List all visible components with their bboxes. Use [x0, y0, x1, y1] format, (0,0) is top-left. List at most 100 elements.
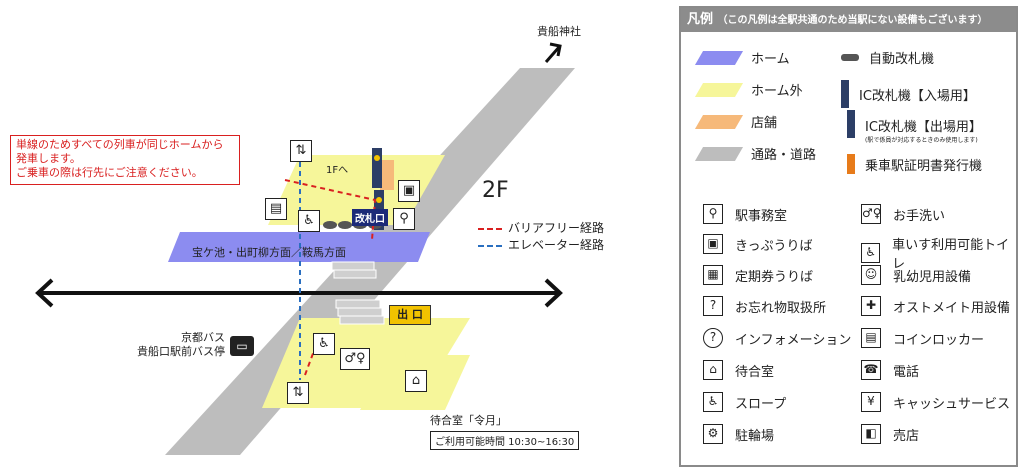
legend-panel: 凡例 （この凡例は全駅共通のため当駅にない設備もございます） ホーム ホーム外 …: [679, 6, 1018, 467]
facility-item: ♿ 車いす利用可能トイレ: [861, 234, 1016, 272]
bus-icon: ▭: [230, 336, 254, 356]
route-legend-label: エレベーター経路: [508, 238, 605, 252]
shop-icon: ◧: [861, 424, 881, 444]
bus-stop-line: 貴船口駅前バス停: [137, 345, 225, 358]
ic-gate-entry-icon: [841, 80, 849, 108]
facility-item: ⚙ 駐輪場: [703, 424, 774, 444]
bus-stop-line: 京都バス: [181, 331, 225, 344]
legend-area-item: 店舗: [694, 112, 777, 131]
facility-item: ☎ 電話: [861, 360, 919, 380]
bicycle-icon: ⚙: [703, 424, 723, 444]
facility-item: ▣ きっぷうりば: [703, 234, 812, 254]
facility-item: ✚ オストメイト用設備: [861, 296, 1010, 316]
ticket-icon: ▣: [398, 180, 420, 202]
slope-icon: ♿: [313, 333, 335, 355]
north-arrow: [544, 45, 562, 63]
legend-area-item: ホーム: [694, 48, 790, 67]
legend-gate-label: IC改札機【入場用】: [859, 88, 976, 104]
waiting-room-hours: ご利用可能時間 10:30~16:30: [430, 431, 580, 450]
legend-area-item: ホーム外: [694, 80, 803, 99]
ticket-gate-label: 改札口: [352, 209, 388, 226]
track-arrow-right: [544, 278, 563, 308]
facility-item: ⌂待合室: [703, 360, 774, 380]
facility-label: お忘れ物取扱所: [735, 300, 827, 316]
outside-platform-area-top: [268, 155, 445, 225]
phone-icon: ☎: [861, 360, 881, 380]
wheelchair-icon: ♿: [861, 243, 881, 263]
facility-label: コインロッカー: [893, 332, 985, 348]
route-legend-item: バリアフリー経路: [478, 220, 604, 237]
exit-badge: 出 口: [389, 305, 431, 325]
facility-item: ⚲ 駅事務室: [703, 204, 787, 224]
facility-label: キャッシュサービス: [893, 396, 1011, 412]
legend-gate-label: 乗車駅証明書発行機: [865, 158, 983, 174]
facility-label: お手洗い: [893, 208, 946, 224]
pass-icon: ▦: [703, 265, 723, 285]
waiting-room-info: 待合室「令月」 ご利用可能時間 10:30~16:30: [430, 412, 580, 450]
legend-subtitle: （この凡例は全駅共通のため当駅にない設備もございます）: [717, 15, 988, 26]
legend-gate-item: 乗車駅証明書発行機: [847, 154, 982, 174]
barrier-free-route: [284, 179, 377, 241]
locker-icon: ▤: [265, 198, 287, 220]
elevator-icon: ⇅: [290, 140, 312, 162]
info-icon: ?: [703, 328, 723, 348]
legend-area-label: 通路・道路: [751, 148, 817, 163]
route-legend-item: エレベーター経路: [478, 237, 604, 254]
facility-label: 車いす利用可能トイレ: [892, 238, 1010, 272]
destination-label: 貴船神社: [537, 25, 581, 38]
facility-label: オストメイト用設備: [893, 300, 1011, 316]
legend-header: 凡例 （この凡例は全駅共通のため当駅にない設備もございます）: [681, 8, 1016, 32]
slope-icon: ♿: [703, 392, 723, 412]
toilet-icon: ♂♀: [340, 348, 370, 370]
notice-line: ご乗車の際は行先にご注意ください。: [16, 166, 203, 179]
facility-item: ♿ スロープ: [703, 392, 786, 412]
facility-label: 駐輪場: [735, 428, 775, 444]
facility-item: ▦定期券うりば: [703, 265, 813, 285]
outside-swatch: [694, 82, 744, 97]
facility-item: ?お忘れ物取扱所: [703, 296, 826, 316]
legend-gate-item: IC改札機【出場用】 (駅で係員が対応するときのみ使用します): [865, 116, 982, 144]
facility-item: ◧ 売店: [861, 424, 919, 444]
facility-item: ▤ コインロッカー: [861, 328, 984, 348]
legend-gate-label: 自動改札機: [869, 52, 935, 67]
facility-item: ?インフォメーション: [703, 328, 851, 348]
stairs: [331, 261, 385, 325]
facility-label: 駅事務室: [735, 208, 788, 224]
legend-area-label: ホーム外: [751, 84, 803, 99]
waiting-room-name: 待合室「令月」: [430, 414, 507, 427]
ostomate-icon: ✚: [861, 296, 881, 316]
facility-label: 乳幼児用設備: [893, 269, 972, 285]
staff-icon: ⚲: [703, 204, 723, 224]
route-legend-label: バリアフリー経路: [508, 221, 605, 235]
facility-item: ☺ 乳幼児用設備: [861, 265, 971, 285]
ticket-icon: ▣: [703, 234, 723, 254]
facility-label: 電話: [893, 364, 920, 380]
legend-gate-item: 自動改札機: [841, 48, 934, 67]
notice-line: 発車します。: [16, 152, 81, 165]
notice-box: 単線のためすべての列車が同じホームから 発車します。 ご乗車の際は行先にご注意く…: [10, 135, 240, 185]
facility-label: スロープ: [735, 396, 787, 412]
auto-gate-icon: [841, 54, 859, 61]
road-swatch: [694, 146, 744, 161]
facility-item: ♂♀ お手洗い: [861, 204, 945, 224]
baby-icon: ☺: [861, 265, 881, 285]
ic-gate-exit-icon: [847, 110, 855, 138]
certificate-machine-icon: [847, 154, 855, 174]
waiting-room-icon: ⌂: [405, 370, 427, 392]
legend-area-label: ホーム: [751, 52, 790, 67]
facility-item: ¥キャッシュサービス: [861, 392, 1010, 412]
waiting-room-icon: ♿: [298, 210, 320, 232]
legend-area-item: 通路・道路: [694, 144, 817, 163]
locker-icon: ▤: [861, 328, 881, 348]
legend-gate-note: (駅で係員が対応するときのみ使用します): [865, 137, 978, 144]
toilet-icon: ♂♀: [861, 204, 882, 224]
facility-label: きっぷうりば: [735, 238, 813, 254]
to-1f-label: 1Fへ: [326, 165, 349, 176]
facility-label: 売店: [893, 428, 920, 444]
shop-area: [380, 160, 394, 190]
staff-icon: ⚲: [393, 208, 415, 230]
platform-swatch: [694, 50, 744, 65]
barrier-free-line-icon: [478, 227, 502, 230]
legend-title: 凡例: [687, 12, 714, 27]
platform-label: 宝ケ池・出町柳方面／鞍馬方面: [192, 246, 346, 259]
